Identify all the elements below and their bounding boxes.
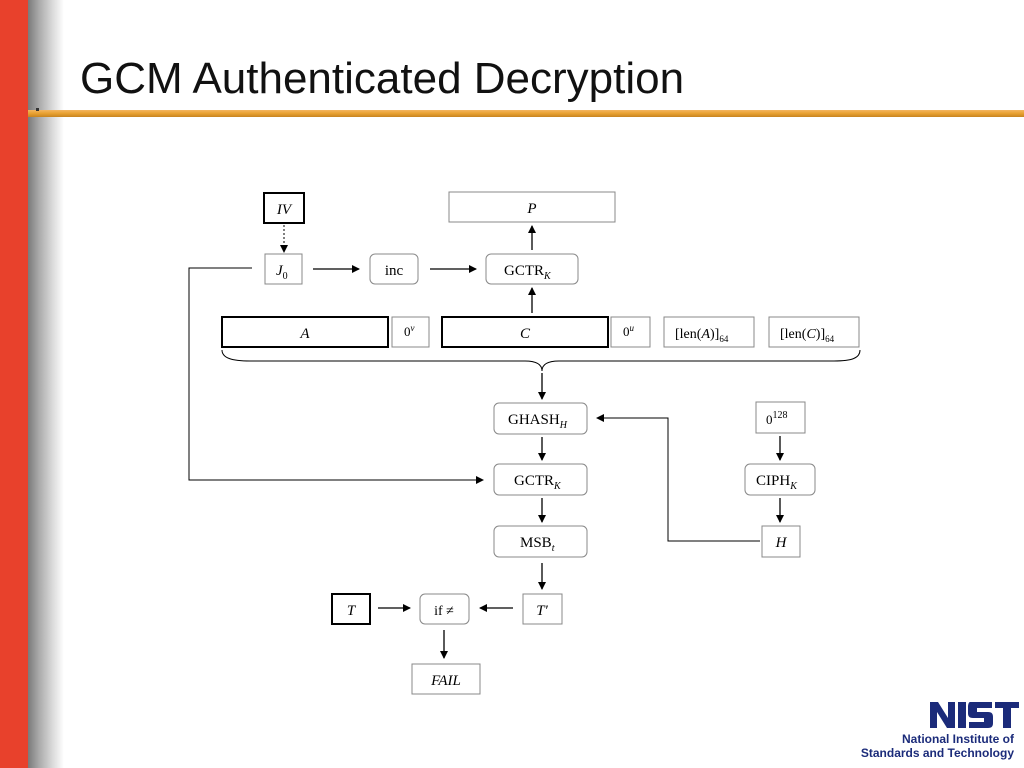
- svg-text:FAIL: FAIL: [430, 673, 461, 689]
- rule-dot: [36, 108, 39, 111]
- zero-128-box: 0128: [755, 401, 806, 434]
- left-red-bar: [0, 0, 28, 768]
- t-prime-box: T′: [522, 593, 563, 625]
- zero-v-box: 0v: [391, 316, 430, 348]
- nist-logo: National Institute of Standards and Tech…: [852, 700, 1020, 762]
- j0-feedback-line: [188, 267, 484, 484]
- title-rule: [28, 110, 1024, 117]
- len-c-box: [len(C)]64: [768, 316, 860, 348]
- brace: [221, 349, 861, 372]
- len-a-box: [len(A)]64: [663, 316, 755, 348]
- svg-text:IV: IV: [276, 202, 293, 218]
- svg-text:MSBt: MSBt: [520, 535, 555, 554]
- plaintext-box: P: [448, 191, 616, 223]
- fail-box: FAIL: [411, 663, 481, 695]
- svg-text:T′: T′: [536, 603, 548, 619]
- slide-title: GCM Authenticated Decryption: [80, 54, 685, 103]
- nist-line-2: Standards and Technology: [860, 746, 1014, 760]
- svg-text:P: P: [526, 201, 536, 217]
- svg-text:T: T: [347, 603, 357, 619]
- svg-text:H: H: [775, 535, 788, 551]
- svg-text:[len(C)]64: [len(C)]64: [780, 327, 835, 344]
- svg-text:C: C: [520, 326, 531, 342]
- if-neq-box: if ≠: [419, 593, 470, 625]
- gctr-bottom-box: GCTRK: [493, 463, 588, 496]
- h-to-ghash-line: [596, 414, 760, 542]
- left-grey-gradient: [28, 0, 64, 768]
- svg-text:if ≠: if ≠: [434, 604, 454, 619]
- nist-line-1: National Institute of: [902, 732, 1014, 746]
- svg-text:GHASHH: GHASHH: [508, 412, 568, 431]
- svg-text:J0: J0: [276, 263, 288, 282]
- c-box: C: [441, 316, 609, 348]
- ciph-box: CIPHK: [744, 463, 816, 496]
- j0-box: J0: [264, 253, 303, 285]
- msb-box: MSBt: [493, 525, 588, 558]
- svg-text:GCTRK: GCTRK: [514, 473, 562, 492]
- a-box: A: [221, 316, 389, 348]
- svg-text:[len(A)]64: [len(A)]64: [675, 327, 729, 344]
- nist-wordmark: [930, 702, 1019, 728]
- h-box: H: [761, 525, 801, 558]
- svg-text:GCTRK: GCTRK: [504, 263, 552, 282]
- svg-text:CIPHK: CIPHK: [756, 473, 798, 492]
- iv-box: IV: [263, 192, 305, 224]
- inc-box: inc: [369, 253, 419, 285]
- svg-text:0u: 0u: [623, 323, 635, 339]
- t-box: T: [331, 593, 371, 625]
- ghash-box: GHASHH: [493, 402, 588, 435]
- svg-text:A: A: [299, 326, 310, 342]
- zero-u-box: 0u: [610, 316, 651, 348]
- svg-text:inc: inc: [385, 263, 404, 279]
- gctr-top-box: GCTRK: [485, 253, 579, 285]
- svg-text:0v: 0v: [404, 323, 415, 339]
- svg-text:0128: 0128: [766, 410, 788, 427]
